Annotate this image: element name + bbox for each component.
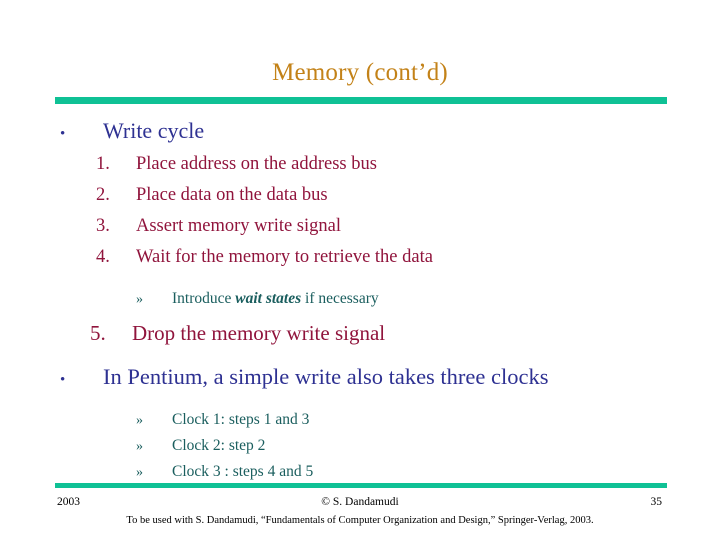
footer-year: 2003 [57,496,80,508]
wait-state-note-text: Introduce wait states if necessary [172,287,379,311]
list-item: 2. Place data on the data bus [0,180,720,211]
clock-text: Clock 2: step 2 [172,437,266,454]
clock-text: Clock 1: steps 1 and 3 [172,411,310,428]
bullet-dot-icon: • [60,372,66,388]
list-item: » Introduce wait states if necessary [0,287,720,312]
step-text: Place address on the address bus [136,154,377,174]
bullet-write-cycle-label: Write cycle [103,118,205,143]
step-text: Wait for the memory to retrieve the data [136,247,433,267]
page-title: Memory (cont’d) [272,59,448,86]
step-number: 3. [96,216,110,236]
wait-state-note-prefix: Introduce [172,290,236,307]
step-number: 2. [96,185,110,205]
write-cycle-step-list: 1. Place address on the address bus 2. P… [0,149,720,273]
footer-attribution: To be used with S. Dandamudi, “Fundament… [126,515,594,526]
step-text: Drop the memory write signal [132,321,386,345]
list-item: » Clock 1: steps 1 and 3 [0,407,720,433]
list-item: » Clock 3 : steps 4 and 5 [0,459,720,485]
list-item: 5. Drop the memory write signal [0,316,720,350]
step-number: 4. [96,247,110,267]
bullet-pentium-label: In Pentium, a simple write also takes th… [103,364,549,389]
list-item: 1. Place address on the address bus [0,149,720,180]
header-divider [55,97,667,104]
wait-state-note-list: » Introduce wait states if necessary [0,287,720,312]
wait-state-note-emphasis: wait states [235,290,302,307]
list-item: 4. Wait for the memory to retrieve the d… [0,242,720,273]
step-number: 5. [90,321,106,345]
chevron-double-right-icon: » [136,292,143,307]
page-number: 35 [650,496,663,508]
step-text: Place data on the data bus [136,185,328,205]
bullet-dot-icon: • [60,126,66,142]
chevron-double-right-icon: » [136,439,143,454]
bullet-write-cycle: • Write cycle [0,116,720,149]
list-item: 3. Assert memory write signal [0,211,720,242]
footer-copyright: © S. Dandamudi [321,496,399,508]
wait-state-note-suffix: if necessary [301,290,379,307]
step-number: 1. [96,154,110,174]
chevron-double-right-icon: » [136,465,143,480]
footer-main-row: 2003 © S. Dandamudi 35 [0,494,720,510]
write-cycle-final-step-list: 5. Drop the memory write signal [0,316,720,350]
list-item: » Clock 2: step 2 [0,433,720,459]
slide-footer: 2003 © S. Dandamudi 35 To be used with S… [0,494,720,538]
bullet-pentium: • In Pentium, a simple write also takes … [0,362,720,395]
clock-breakdown-list: » Clock 1: steps 1 and 3 » Clock 2: step… [0,407,720,485]
step-text: Assert memory write signal [136,216,341,236]
slide-body: • Write cycle 1. Place address on the ad… [0,112,720,485]
chevron-double-right-icon: » [136,413,143,428]
footer-divider [55,483,667,488]
clock-text: Clock 3 : steps 4 and 5 [172,463,314,480]
